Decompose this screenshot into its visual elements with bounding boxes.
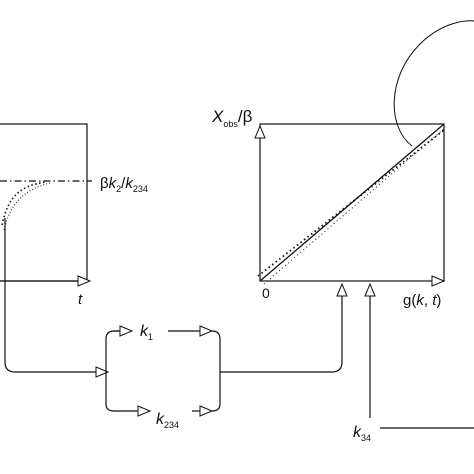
zoom-circle: [393, 20, 474, 147]
k1-entry-arrow: [119, 325, 134, 337]
k234-entry-arrow: [137, 405, 152, 417]
branch-right-side: [211, 330, 221, 412]
data-points-dotted: [257, 129, 445, 277]
left-connector-arrow: [95, 366, 110, 378]
k34-arrow: [364, 282, 376, 297]
left-plot: t βk2/k234: [0, 123, 148, 378]
right-x-label: g(k, t): [403, 292, 441, 309]
branch-top-left-corner: [105, 330, 120, 340]
data-points-scatter: [263, 126, 447, 285]
k34-label: k34: [353, 424, 371, 443]
output-connector-arrow: [336, 282, 348, 297]
right-y-label: Xobs/β: [211, 107, 253, 129]
parallel-branch: k1 k234: [105, 282, 348, 430]
right-plot: Xobs/β 0 g(k, t): [211, 20, 474, 309]
right-plot-frame: [259, 123, 445, 282]
right-y-axis-arrow: [254, 124, 266, 139]
k234-label: k234: [156, 411, 179, 430]
rise-curve-dotted: [1, 181, 47, 226]
left-x-axis-arrow: [77, 275, 92, 287]
k34-input: k34: [353, 282, 474, 443]
left-connector: [4, 218, 96, 373]
branch-left-side: [105, 339, 138, 412]
left-plot-frame: [0, 123, 88, 282]
rise-curve-thin: [3, 182, 51, 231]
plateau-label: βk2/k234: [100, 175, 148, 194]
left-x-label: t: [78, 291, 83, 308]
right-x-axis-arrow: [431, 275, 446, 287]
k1-label: k1: [140, 323, 153, 342]
k1-exit-arrow: [199, 325, 214, 337]
right-origin-label: 0: [262, 285, 270, 301]
k234-exit-arrow: [199, 405, 214, 417]
output-connector: [220, 296, 343, 373]
linear-fit-line: [259, 123, 445, 282]
